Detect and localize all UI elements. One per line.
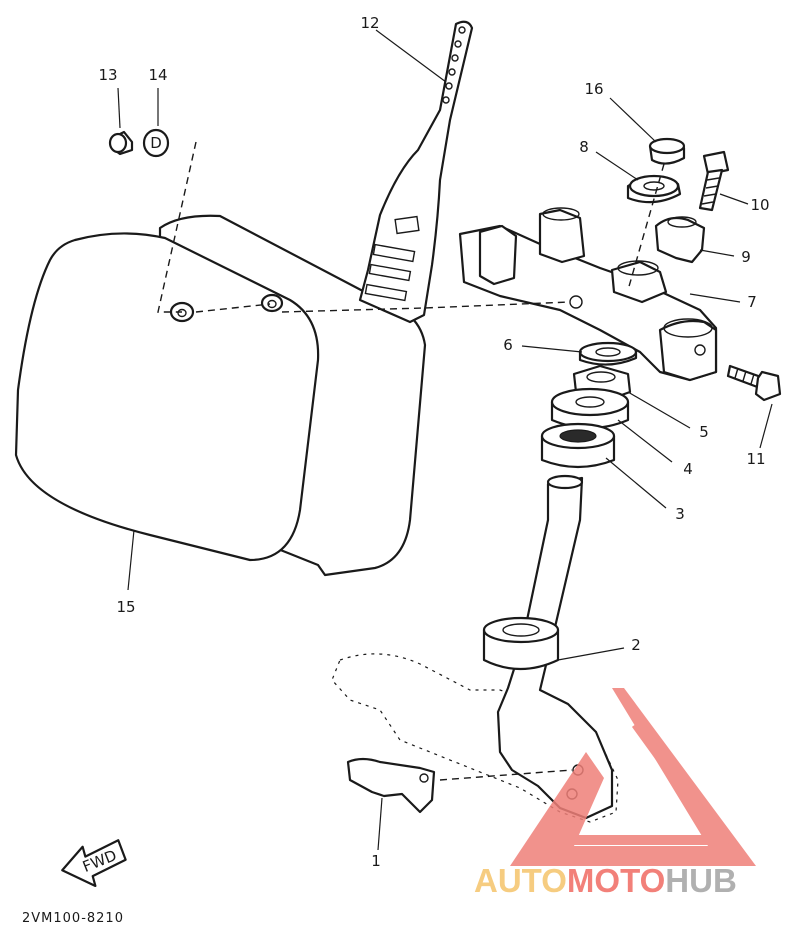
plate-screw: [108, 130, 134, 156]
label-9: 9: [741, 248, 751, 266]
label-15: 15: [116, 598, 135, 616]
pinch-bolt-10: [698, 150, 730, 212]
handlebar-holder: [654, 216, 706, 264]
label-6: 6: [503, 336, 513, 354]
label-1: 1: [371, 852, 381, 870]
part-number-labels: 12 13 14 16 8 10 9 7 6 5 4 11 3 2 15 1: [98, 14, 769, 870]
logo-word-auto: AUTO: [474, 862, 567, 899]
leader-lines: [117, 29, 773, 851]
assembly-lines: [157, 141, 665, 781]
label-11: 11: [746, 450, 765, 468]
label-2: 2: [631, 636, 641, 654]
svg-text:AUTOMOTOHUB: AUTOMOTOHUB: [474, 862, 737, 899]
logo-word-hub: HUB: [665, 862, 737, 899]
label-13: 13: [98, 66, 117, 84]
pinch-bolt-11: [726, 364, 782, 402]
logo-word-moto: MOTO: [567, 862, 665, 899]
label-3: 3: [675, 505, 685, 523]
automotohub-logo: AUTOMOTOHUB: [474, 688, 756, 899]
stem-nut: [626, 174, 682, 204]
upper-bearing: [540, 422, 616, 469]
upper-bracket: [458, 207, 718, 382]
label-10: 10: [750, 196, 769, 214]
label-16: 16: [584, 80, 603, 98]
label-5: 5: [699, 423, 709, 441]
steering-stem-cap: [648, 137, 686, 165]
label-14: 14: [148, 66, 167, 84]
logo-triangle-outline: [560, 721, 730, 845]
lock-washer: [578, 341, 638, 366]
label-8: 8: [579, 138, 589, 156]
label-7: 7: [747, 293, 757, 311]
plate-washer: D: [142, 128, 170, 158]
fwd-arrow: FWD: [61, 839, 127, 888]
bearing-cover: [550, 387, 630, 430]
number-plate: [14, 214, 427, 577]
washer-mark: D: [150, 134, 162, 152]
label-4: 4: [683, 460, 693, 478]
logo-triangle-mark: [510, 688, 756, 866]
diagram-code: 2VM100-8210: [22, 911, 124, 926]
cable-guide: [346, 757, 436, 814]
label-12: 12: [360, 14, 379, 32]
plate-stay: [358, 20, 474, 324]
lower-bearing: [482, 616, 560, 670]
